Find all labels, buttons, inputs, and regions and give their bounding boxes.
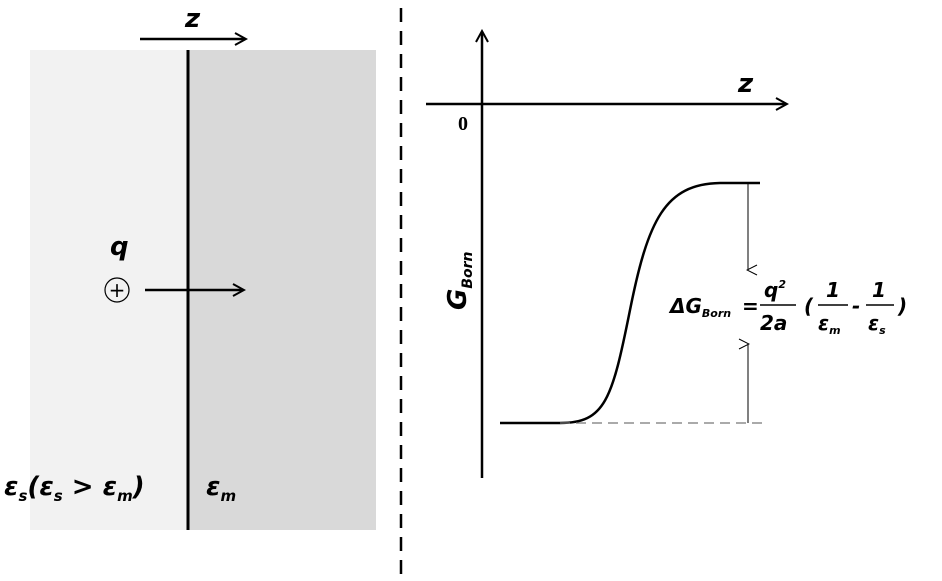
formula-open-paren: (: [804, 294, 814, 318]
right-panel: z 0 GBorn ΔGBorn = q2 2a ( 1 εm - 1: [426, 32, 907, 478]
charge-circle: [104, 277, 130, 303]
formula-denominator: 2a: [760, 311, 787, 335]
frac2-denominator: εs: [868, 311, 886, 337]
formula-lhs: ΔGBorn: [668, 294, 731, 320]
solvent-permittivity-label: εs(εs > εm): [4, 472, 145, 505]
charge-label: q: [110, 232, 129, 262]
frac2-numerator: 1: [872, 278, 886, 302]
y-axis-label: GBorn: [443, 251, 476, 310]
formula-numerator: q2: [764, 278, 786, 302]
charge-plus-icon: +: [109, 278, 126, 302]
left-panel: z q + εs(εs > εm) εm: [4, 4, 376, 530]
z-axis-label-left: z: [184, 4, 201, 34]
frac1-numerator: 1: [826, 278, 840, 302]
delta-g-formula: ΔGBorn = q2 2a ( 1 εm - 1 εs ): [668, 278, 907, 337]
formula-equals: =: [742, 294, 759, 318]
formula-close-paren: ): [897, 294, 907, 318]
formula-minus: -: [852, 294, 860, 318]
membrane-permittivity-label: εm: [206, 472, 236, 505]
z-axis-label-right: z: [737, 69, 754, 99]
origin-label: 0: [458, 113, 468, 135]
born-energy-curve: [500, 181, 760, 425]
frac1-denominator: εm: [818, 311, 841, 337]
